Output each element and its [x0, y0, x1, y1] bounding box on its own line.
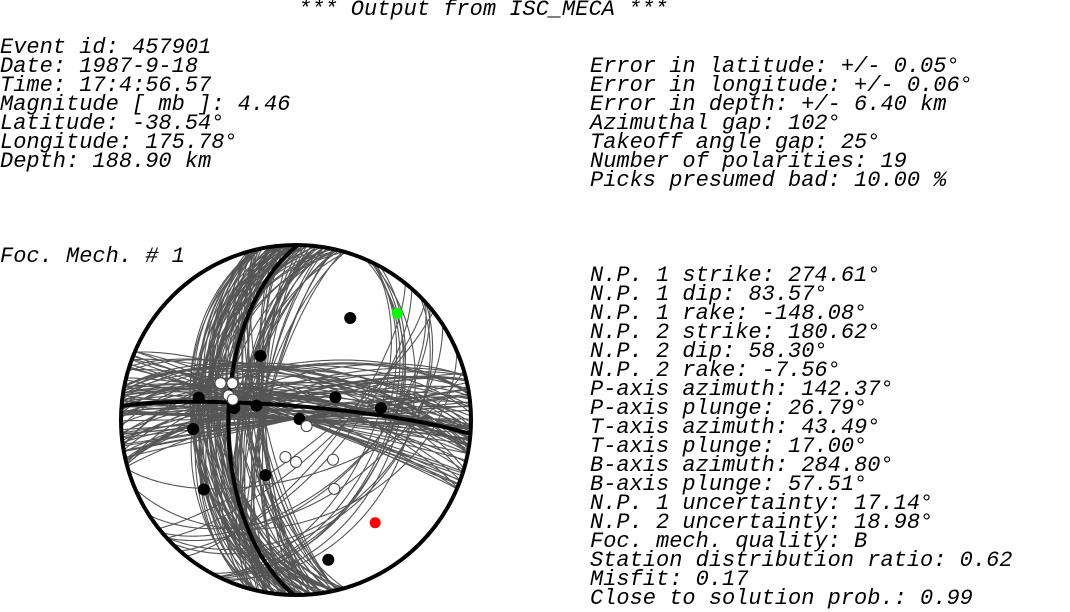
alternative-nodal-plane [149, 324, 444, 530]
dilatation-polarity-marker [226, 393, 239, 406]
error-info-line: Error in depth: +/- 6.40 km [590, 92, 947, 117]
alternative-nodal-plane [121, 364, 471, 427]
alternative-nodal-plane [258, 245, 316, 595]
event-info-line: Latitude: -38.54° [0, 111, 225, 136]
alternative-nodal-plane [208, 249, 337, 591]
alternative-nodal-plane [218, 263, 392, 578]
alternative-nodal-plane [217, 263, 404, 577]
error-info-line: Azimuthal gap: 102° [590, 111, 841, 136]
alternative-nodal-plane [197, 249, 337, 591]
mechanism-parameter-line: T-axis azimuth: 43.49° [590, 415, 881, 440]
dilatation-polarity-marker [214, 377, 227, 390]
alternative-nodal-plane [218, 262, 398, 578]
compression-polarity-marker [192, 391, 205, 404]
focal-sphere-outline [119, 243, 473, 597]
compression-polarity-marker [374, 402, 387, 415]
alternative-nodal-plane [166, 301, 427, 542]
alternative-nodal-plane [122, 359, 470, 447]
mechanism-parameter-line: P-axis plunge: 26.79° [590, 396, 868, 421]
alternative-nodal-plane [165, 302, 434, 550]
alternative-nodal-plane [126, 367, 466, 466]
alternative-nodal-plane [202, 249, 337, 591]
mechanism-parameter-line: Foc. mech. quality: B [590, 529, 868, 554]
nodal-plane-1 [121, 399, 472, 436]
mechanism-parameter-line: N.P. 2 uncertainty: 18.98° [590, 510, 934, 535]
alternative-nodal-plane [166, 301, 426, 539]
error-info-line: Error in longitude: +/- 0.06° [590, 73, 973, 98]
error-info-block: Error in latitude: +/- 0.05°Error in lon… [590, 54, 973, 193]
mechanism-parameter-line: T-axis plunge: 17.00° [590, 434, 868, 459]
alternative-nodal-plane [198, 249, 337, 591]
alternative-nodal-plane [226, 259, 406, 582]
event-info-line: Date: 1987-9-18 [0, 54, 199, 79]
event-info-line: Time: 17:4:56.57 [0, 73, 212, 98]
alternative-nodal-plane [258, 245, 306, 595]
mechanism-parameter-line: N.P. 2 dip: 58.30° [590, 339, 828, 364]
page-title: *** Output from ISC_MECA *** [298, 0, 668, 22]
alternative-nodal-plane [121, 400, 471, 438]
compression-polarity-marker [293, 413, 306, 425]
alternative-nodal-plane [134, 351, 458, 530]
nodal-plane-2 [226, 243, 300, 597]
event-info-line: Longitude: 175.78° [0, 130, 238, 155]
mechanism-parameter-line: N.P. 1 uncertainty: 17.14° [590, 491, 934, 516]
alternative-nodal-plane [258, 245, 312, 595]
event-info-line: Event id: 457901 [0, 35, 212, 60]
mechanism-parameter-line: B-axis plunge: 57.51° [590, 472, 868, 497]
error-info-line: Number of polarities: 19 [590, 149, 907, 174]
compression-polarity-marker [197, 483, 210, 496]
focal-mechanism-label: Foc. Mech. # 1 [0, 244, 185, 269]
mechanism-parameter-line: B-axis azimuth: 284.80° [590, 453, 894, 478]
mechanism-parameter-line: N.P. 2 rake: -7.56° [590, 358, 841, 383]
alternative-nodal-plane [210, 248, 334, 592]
alternative-nodal-plane [126, 371, 466, 465]
dilatation-polarity-marker [290, 456, 302, 468]
alternative-nodal-plane [121, 381, 471, 423]
error-info-line: Error in latitude: +/- 0.05° [590, 54, 960, 79]
mechanism-parameter-line: N.P. 2 strike: 180.62° [590, 320, 881, 345]
compression-polarity-marker [254, 349, 267, 362]
dilatation-polarity-marker [279, 451, 292, 463]
alternative-nodal-plane [198, 245, 298, 595]
event-info-line: Magnitude [ mb ]: 4.46 [0, 92, 291, 117]
p-axis-marker [369, 517, 381, 529]
mechanism-parameter-line: N.P. 1 strike: 274.61° [590, 263, 881, 288]
alternative-nodal-plane [121, 396, 471, 432]
mechanism-parameter-line: P-axis azimuth: 142.37° [590, 377, 894, 402]
error-info-line: Takeoff angle gap: 25° [590, 130, 881, 155]
alternative-nodal-plane [171, 296, 431, 555]
alternative-nodal-plane [235, 250, 340, 591]
alternative-nodal-plane [123, 383, 469, 451]
compression-polarity-marker [329, 391, 342, 404]
dilatation-polarity-marker [300, 420, 313, 433]
compression-polarity-marker [187, 423, 200, 435]
error-info-line: Picks presumed bad: 10.00 % [590, 168, 947, 193]
mechanism-parameters-block: N.P. 1 strike: 274.61°N.P. 1 dip: 83.57°… [590, 263, 1013, 611]
compression-polarity-marker [250, 399, 263, 412]
mechanism-parameter-line: Close to solution prob.: 0.99 [590, 586, 973, 611]
mechanism-parameter-line: N.P. 1 rake: -148.08° [590, 301, 868, 326]
mechanism-parameter-line: Station distribution ratio: 0.62 [590, 548, 1013, 573]
alternative-nodal-plane [122, 370, 470, 447]
alternative-nodal-plane [180, 288, 413, 552]
mechanism-parameter-line: Misfit: 0.17 [590, 567, 749, 592]
dilatation-polarity-marker [226, 377, 239, 390]
alternative-nodal-plane [207, 246, 321, 594]
alternative-nodal-plane [131, 358, 461, 481]
alternative-nodal-plane [134, 351, 458, 489]
dilatation-polarity-marker [327, 453, 339, 466]
dilatation-polarity-marker [328, 482, 341, 495]
compression-polarity-marker [322, 553, 335, 566]
t-axis-marker [391, 307, 403, 319]
alternative-nodal-plane [222, 260, 416, 580]
alternative-nodal-plane [195, 245, 311, 595]
alternative-planes-group [121, 245, 471, 595]
mechanism-parameter-line: N.P. 1 dip: 83.57° [590, 282, 828, 307]
compression-polarity-marker [259, 469, 272, 482]
compression-polarity-marker [344, 312, 357, 324]
event-info-line: Depth: 188.90 km [0, 149, 212, 174]
alternative-nodal-plane [162, 306, 431, 537]
